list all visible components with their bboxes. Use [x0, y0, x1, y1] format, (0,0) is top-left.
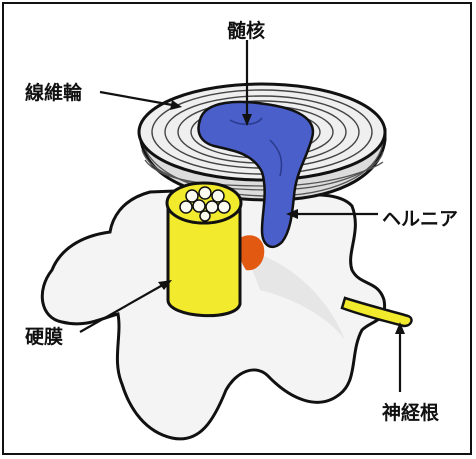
label-nucleus-pulposus: 髄核: [227, 16, 265, 43]
label-nerve-root: 神経根: [382, 398, 439, 425]
label-annulus-fibrosus: 線維輪: [25, 78, 82, 105]
label-dura-mater: 硬膜: [25, 322, 63, 349]
label-hernia: ヘルニア: [382, 204, 458, 231]
